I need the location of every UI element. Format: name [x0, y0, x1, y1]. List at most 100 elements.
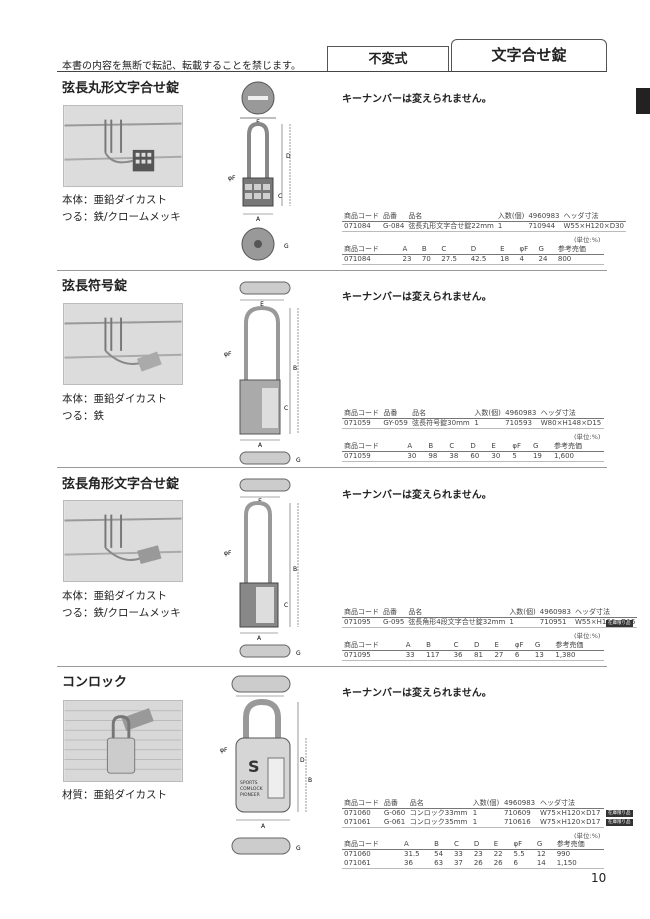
- table-header: 4960983: [503, 409, 539, 419]
- table-cell: G-061: [381, 818, 408, 828]
- unit-label: (単位:%): [574, 832, 601, 840]
- table-header: 品名: [407, 799, 471, 809]
- table-cell: 13: [532, 650, 554, 661]
- section-title: コンロック: [62, 675, 128, 690]
- section-title: 弦長丸形文字合せ錠: [62, 81, 180, 96]
- table-cell: 38: [447, 451, 469, 462]
- table-header: 商品コード: [342, 245, 401, 255]
- table-cell: 1: [495, 221, 527, 232]
- page-number: 10: [591, 871, 607, 885]
- table-cell: 990: [556, 850, 571, 858]
- table-cell: 23: [400, 254, 420, 265]
- table-cell: 071060: [344, 850, 371, 858]
- spec-line: 本体：亜鉛ダイカスト: [62, 590, 167, 602]
- table-cell: 27.5: [439, 254, 469, 265]
- unit-label: (単位:%): [574, 433, 601, 441]
- table-header: ヘッダ寸法: [538, 409, 604, 419]
- discontinued-badge: 在庫限り品: [606, 819, 633, 826]
- table-header: 入数(個): [472, 409, 504, 419]
- table-cell: 弦長丸形文字合せ錠22mm: [406, 221, 496, 232]
- table-cell: W55×H120×D30: [561, 221, 626, 232]
- dim-label: A: [256, 216, 261, 223]
- table-cell: 30: [489, 451, 511, 462]
- product-table: 商品コード 品番 品名 入数(個) 4960983 ヘッダ寸法 071084 G…: [342, 212, 626, 232]
- dim-label: A: [261, 823, 266, 830]
- table-cell: 1,600: [551, 451, 604, 462]
- spec-line: つる：鉄/クロームメッキ: [62, 211, 181, 223]
- table-header: B: [426, 442, 448, 452]
- table-cell: 1: [472, 418, 504, 429]
- table-row: 071061 G-061 コンロック35mm 1 710616 W75×H120…: [342, 818, 604, 828]
- table-header: E: [489, 442, 511, 452]
- table-cell: GY-059: [381, 418, 411, 429]
- table-cell: 24: [536, 254, 556, 265]
- table-cell: 81: [472, 650, 493, 661]
- table-header: B: [419, 245, 440, 255]
- table-header: 品名: [406, 608, 508, 618]
- table-header: 商品コード: [342, 608, 381, 618]
- table-header: φF: [511, 840, 535, 850]
- lock-brand-text: PIONEER: [240, 792, 260, 798]
- table-header: A: [405, 442, 427, 452]
- table-header: 参考売価: [551, 442, 604, 452]
- table-cell: G-095: [381, 617, 407, 628]
- lock-brand-text: SPORTS: [240, 780, 258, 786]
- table-cell: 800: [555, 254, 604, 265]
- table-header: G: [534, 840, 555, 850]
- table-header: G: [530, 442, 552, 452]
- table-header: 商品コード: [342, 840, 402, 850]
- table-header: 品番: [381, 799, 408, 809]
- table-cell: 6: [512, 650, 533, 661]
- section-divider: [57, 270, 607, 271]
- table-header: E: [491, 840, 512, 850]
- table-cell: 33: [453, 850, 463, 858]
- table-cell: W75×H120×D17: [539, 809, 601, 817]
- table-cell: 071084: [342, 254, 401, 265]
- table-cell: W80×H148×D15: [538, 418, 604, 429]
- table-header: 商品コード: [342, 641, 404, 651]
- table-cell: 710944: [526, 221, 562, 232]
- table-cell: 98: [426, 451, 448, 462]
- table-header: 4960983: [526, 212, 562, 222]
- dimension-table: 商品コード A B C D E φF G 参考売価 071060 31.5 54…: [342, 840, 604, 869]
- dim-label: G: [296, 650, 301, 657]
- dim-label: B: [293, 566, 297, 573]
- table-row: 071084 G-084 弦長丸形文字合せ錠22mm 1 710944 W55×…: [342, 221, 626, 232]
- table-header: φF: [517, 245, 537, 255]
- tab-combination-lock[interactable]: 文字合せ錠: [451, 39, 607, 71]
- dim-label: G: [296, 457, 301, 464]
- table-cell: 19: [530, 451, 552, 462]
- dim-label: D: [286, 153, 291, 160]
- dim-label: G: [296, 845, 301, 852]
- tab-fixed-type[interactable]: 不変式: [327, 46, 449, 71]
- spec-list: 本体：亜鉛ダイカスト つる：鉄/クロームメッキ: [62, 192, 181, 226]
- dim-label: B: [308, 777, 312, 784]
- product-photo: [63, 500, 183, 582]
- unit-label: (単位:%): [574, 236, 601, 244]
- spec-list: 材質：亜鉛ダイカスト: [62, 787, 167, 804]
- dim-label: A: [257, 635, 262, 642]
- key-note: キーナンバーは変えられません。: [342, 94, 492, 105]
- spec-list: 本体：亜鉛ダイカスト つる：鉄: [62, 391, 167, 425]
- key-note: キーナンバーは変えられません。: [342, 292, 492, 303]
- table-header: φF: [512, 641, 533, 651]
- lock-brand-text: COMLOCK: [240, 786, 264, 792]
- section-title: 弦長角形文字合せ錠: [62, 477, 180, 492]
- table-header: 4960983: [501, 799, 538, 809]
- table-row: 071095 33 117 36 81 27 6 13 1,380: [342, 650, 604, 661]
- spec-line: 材質：亜鉛ダイカスト: [62, 789, 167, 801]
- table-cell: 710616: [501, 818, 538, 828]
- dim-label: φF: [224, 351, 232, 358]
- table-cell: 071059: [342, 418, 382, 429]
- dimension-drawing: E B C φF A G: [200, 475, 320, 665]
- table-cell: 117: [424, 650, 452, 661]
- discontinued-badge: 在庫限り品: [606, 810, 633, 817]
- spec-line: 本体：亜鉛ダイカスト: [62, 194, 167, 206]
- table-cell: 70: [419, 254, 440, 265]
- table-cell: G-060: [383, 809, 406, 817]
- table-header: C: [451, 840, 472, 850]
- table-cell: 26: [471, 859, 492, 869]
- table-cell: 63: [432, 859, 452, 869]
- table-cell: 30: [405, 451, 427, 462]
- table-cell: W75×H120×D17: [537, 818, 604, 828]
